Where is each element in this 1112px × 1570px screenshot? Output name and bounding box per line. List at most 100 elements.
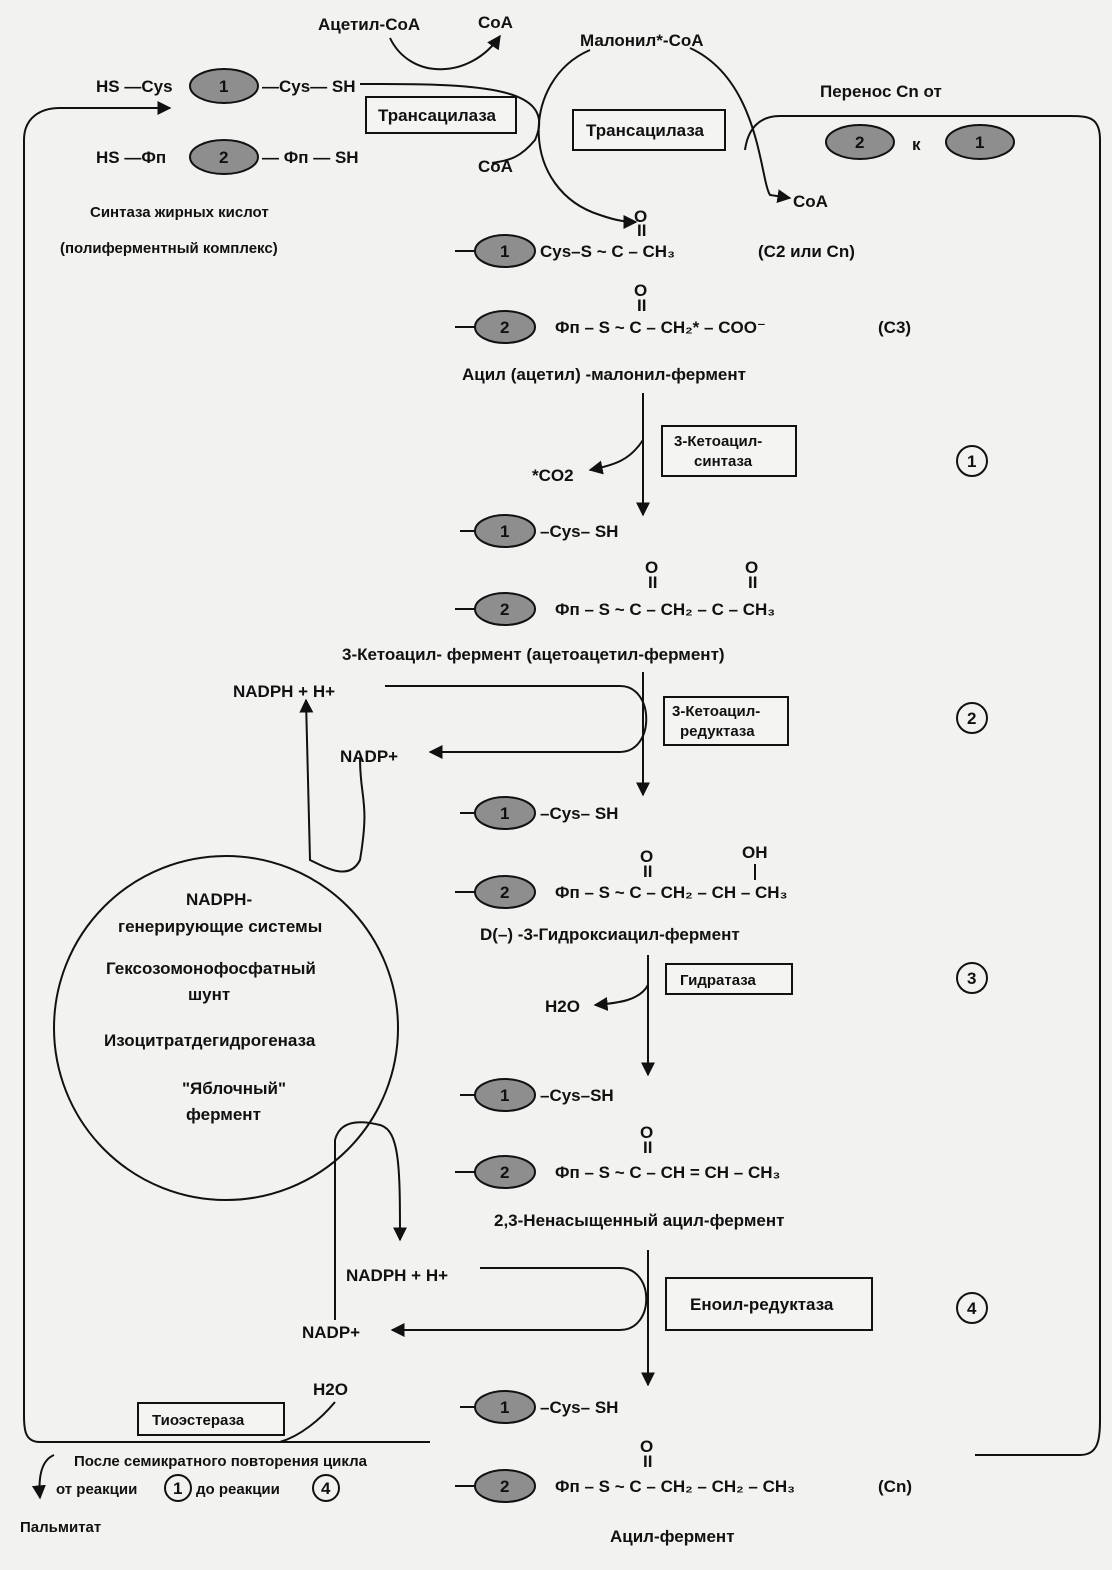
multienzyme-complex-label: (полиферментный комплекс) — [60, 240, 278, 257]
svg-text:редуктаза: редуктаза — [680, 723, 755, 740]
ketoacyl-synthase-box — [661, 425, 797, 477]
enoyl-reductase-box — [665, 1277, 873, 1331]
svg-text:O: O — [745, 558, 758, 577]
svg-text:Гексозомонофосфатный: Гексозомонофосфатный — [106, 959, 316, 978]
nadp-regeneration-loop-2 — [334, 1121, 407, 1320]
transfer-k-label: к — [912, 135, 921, 154]
malonyl-coa-label: Малонил*-CoA — [580, 31, 704, 50]
step-1-marker — [956, 445, 988, 477]
svg-text:3: 3 — [967, 969, 976, 988]
hydroxyacyl-enzyme-label: D(–) -3-Гидроксиацил-фермент — [480, 925, 740, 944]
svg-text:O: O — [640, 1123, 653, 1142]
h2o-label-1: H2O — [545, 997, 580, 1016]
svg-text:генерирующие системы: генерирующие системы — [118, 917, 322, 936]
nadp-label-1: NADP+ — [340, 747, 398, 766]
svg-text:Фп – S ~ C – CH₂ – C – CH₃: Фп – S ~ C – CH₂ – C – CH₃ — [555, 600, 775, 619]
acetyl-coa-label: Ацетил-CoA — [318, 15, 420, 34]
domain-2-ellipse — [189, 139, 259, 175]
coa-label-1: CoA — [478, 13, 513, 32]
transfer-label: Перенос Cn от — [820, 82, 942, 101]
svg-text:O: O — [634, 281, 647, 300]
svg-text:шунт: шунт — [188, 985, 230, 1004]
svg-text:–Cys– SH: –Cys– SH — [540, 522, 618, 541]
domain-1-ellipse — [189, 68, 259, 104]
svg-text:II: II — [648, 573, 657, 592]
cys-sh-label: —Cys— SH — [262, 77, 356, 96]
row2-formula: Фп – S ~ C – CH₂* – COO⁻ — [555, 318, 766, 337]
svg-text:Фп – S ~ C – CH = CH – CH₃: Фп – S ~ C – CH = CH – CH₃ — [555, 1163, 780, 1182]
synthase-label: Синтаза жирных кислот — [90, 204, 269, 221]
svg-text:3-Кетоацил-: 3-Кетоацил- — [672, 703, 760, 720]
after-cycle-line1: После семикратного повторения цикла — [74, 1453, 368, 1470]
transfer-domain-1-number: 1 — [975, 133, 984, 152]
nadp-label-2: NADP+ — [302, 1323, 360, 1342]
svg-text:3-Кетоацил-: 3-Кетоацил- — [674, 433, 762, 450]
svg-text:1: 1 — [500, 804, 509, 823]
c3-label: (C3) — [878, 318, 911, 337]
transfer-domain-2-ellipse — [825, 124, 895, 160]
c2-or-cn-label: (C2 или Cn) — [758, 242, 855, 261]
svg-text:2: 2 — [500, 318, 509, 337]
svg-text:OH: OH — [742, 843, 768, 862]
acetyl-coa-arrow — [389, 34, 501, 71]
svg-text:1: 1 — [500, 1086, 509, 1105]
svg-text:II: II — [643, 1138, 652, 1157]
svg-text:O: O — [634, 207, 647, 226]
coa-release-curve — [689, 47, 792, 204]
nadph-generating-systems-circle — [53, 855, 399, 1201]
transacylase-label-2: Трансацилаза — [586, 121, 705, 140]
thioesterase-box — [137, 1402, 285, 1436]
svg-text:–Cys– SH: –Cys– SH — [540, 804, 618, 823]
after-cycle-line2a: от реакции — [56, 1481, 137, 1498]
svg-text:II: II — [637, 296, 646, 315]
svg-text:Еноил-редуктаза: Еноил-редуктаза — [690, 1295, 834, 1314]
step-2-marker — [956, 702, 988, 734]
step-4-marker — [956, 1292, 988, 1324]
h2o-label-2: H2O — [313, 1380, 348, 1399]
svg-text:2: 2 — [500, 1163, 509, 1182]
svg-text:Тиоэстераза: Тиоэстераза — [152, 1412, 245, 1429]
svg-text:O: O — [640, 847, 653, 866]
cn-label: (Cn) — [878, 1477, 912, 1496]
ketoacyl-reductase-box — [663, 696, 789, 746]
svg-text:1: 1 — [500, 1398, 509, 1417]
svg-text:O: O — [645, 558, 658, 577]
svg-text:1: 1 — [967, 452, 976, 471]
row2-domain-2 — [474, 310, 536, 344]
after-cycle-line2b: до реакции — [196, 1481, 280, 1498]
svg-text:Фп – S ~ C – CH₂ – CH – CH₃: Фп – S ~ C – CH₂ – CH – CH₃ — [555, 883, 787, 902]
svg-text:2: 2 — [967, 709, 976, 728]
unsaturated-enzyme-label: 2,3-Ненасыщенный ацил-фермент — [494, 1211, 784, 1230]
row1-domain-1 — [474, 234, 536, 268]
right-return-loop — [744, 115, 1101, 1456]
svg-text:синтаза: синтаза — [694, 453, 753, 470]
acyl-enzyme-label: Ацил-фермент — [610, 1527, 735, 1546]
coa-label-3: CoA — [793, 192, 828, 211]
hs-cys-label: HS —Cys — [96, 77, 173, 96]
coa-label-2: CoA — [478, 157, 513, 176]
svg-text:Изоцитратдегидрогеназа: Изоцитратдегидрогеназа — [104, 1031, 316, 1050]
nadp-regeneration-loop-1 — [299, 698, 366, 873]
svg-text:II: II — [643, 1452, 652, 1471]
svg-text:II: II — [748, 573, 757, 592]
palmitate-label: Пальмитат — [20, 1519, 101, 1536]
transacylase-box-1 — [365, 96, 517, 134]
co2-label: *CO2 — [532, 466, 574, 485]
svg-text:2: 2 — [500, 883, 509, 902]
svg-text:2: 2 — [500, 1477, 509, 1496]
svg-text:II: II — [643, 862, 652, 881]
svg-text:"Яблочный": "Яблочный" — [182, 1079, 286, 1098]
svg-text:фермент: фермент — [186, 1105, 261, 1124]
transacylase-1-curve — [359, 83, 541, 164]
svg-text:II: II — [637, 221, 646, 240]
malonyl-coa-curve — [537, 49, 638, 229]
row1-formula: Cys–S ~ C – CH₃ — [540, 242, 675, 261]
svg-text:1: 1 — [173, 1479, 182, 1498]
svg-text:O: O — [640, 1437, 653, 1456]
fp-sh-label: — Фп — SH — [262, 148, 359, 167]
svg-text:–Cys–SH: –Cys–SH — [540, 1086, 614, 1105]
svg-text:2: 2 — [500, 600, 509, 619]
step4-nadph-curve — [390, 1267, 648, 1337]
domain-2-number: 2 — [219, 148, 228, 167]
